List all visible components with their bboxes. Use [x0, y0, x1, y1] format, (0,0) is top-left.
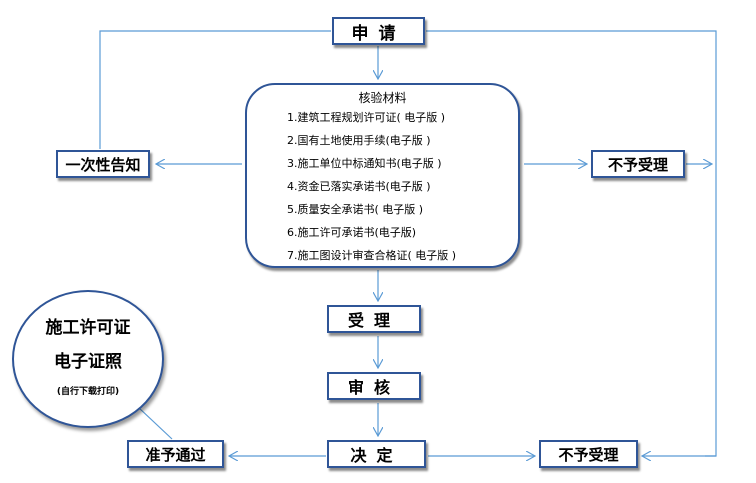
decide-box: 决定 [327, 440, 426, 468]
material-item: 4.资金已落实承诺书(电子版 ) [287, 180, 431, 193]
one-time-notice-box: 一次性告知 [56, 150, 150, 178]
reject-bottom-box: 不予受理 [539, 440, 638, 468]
reject-bottom-label: 不予受理 [558, 445, 619, 464]
materials-box: 核验材料 1.建筑工程规划许可证( 电子版 ) 2.国有土地使用手续(电子版 )… [245, 83, 520, 268]
material-item: 5.质量安全承诺书( 电子版 ) [287, 203, 424, 216]
material-item: 6.施工许可承诺书(电子版) [287, 226, 417, 239]
certificate-subtitle: 电子证照 [54, 352, 122, 372]
line-notice-to-apply [99, 30, 331, 149]
review-box: 审核 [327, 372, 421, 400]
certificate-circle: 施工许可证 电子证照 (自行下载打印) [12, 290, 164, 428]
reject-top-box: 不予受理 [591, 150, 685, 178]
material-item: 7.施工图设计审查合格证( 电子版 ) [287, 249, 457, 262]
materials-list: 1.建筑工程规划许可证( 电子版 ) 2.国有土地使用手续(电子版 ) 3.施工… [287, 111, 456, 272]
approved-label: 准予通过 [145, 445, 206, 464]
one-time-notice-label: 一次性告知 [65, 155, 141, 174]
decide-label: 决定 [350, 446, 403, 465]
material-item: 1.建筑工程规划许可证( 电子版 ) [287, 111, 446, 124]
certificate-note: (自行下载打印) [56, 387, 120, 397]
material-item: 2.国有土地使用手续(电子版 ) [287, 134, 431, 147]
materials-title: 核验材料 [358, 91, 407, 105]
accept-label: 受理 [347, 311, 400, 330]
approved-box: 准予通过 [127, 440, 224, 468]
review-label: 审核 [347, 378, 400, 397]
material-item: 3.施工单位中标通知书(电子版 ) [287, 157, 442, 170]
reject-top-label: 不予受理 [607, 155, 668, 174]
certificate-title: 施工许可证 [45, 318, 131, 338]
accept-box: 受理 [327, 305, 421, 333]
apply-box: 申请 [332, 17, 425, 45]
apply-label: 申请 [351, 23, 406, 44]
